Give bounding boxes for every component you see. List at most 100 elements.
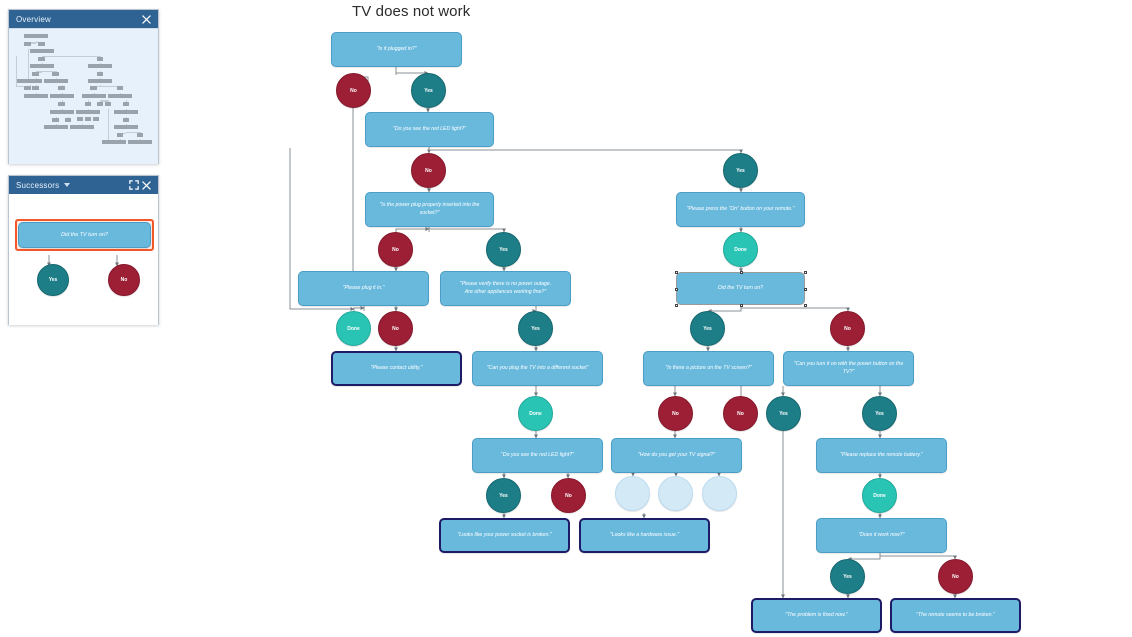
node-circle-yes[interactable]: Yes (862, 396, 897, 431)
node-circle-no[interactable]: No (830, 311, 865, 346)
resize-handle[interactable] (675, 287, 678, 291)
minimap-edge (61, 92, 63, 94)
successors-child-no[interactable]: No (108, 264, 140, 296)
node-circle-yes[interactable]: Yes (690, 311, 725, 346)
minimap-node (43, 78, 69, 83)
node-label: No (952, 573, 959, 580)
node-label: Did the TV turn on? (718, 284, 763, 291)
edge[interactable] (352, 108, 366, 277)
node-label: "The remote seems to be broken." (916, 611, 995, 618)
resize-handle[interactable] (739, 271, 743, 274)
node-circle-done[interactable]: Done (518, 396, 553, 431)
node-box-selected[interactable]: Did the TV turn on? (675, 271, 807, 307)
minimap-node (76, 117, 84, 122)
node-circle-no[interactable]: No (723, 396, 758, 431)
minimap-edge (41, 71, 56, 73)
overview-panel-title: Overview (16, 14, 51, 24)
successors-child-yes[interactable]: Yes (37, 264, 69, 296)
node-circle-no[interactable]: No (658, 396, 693, 431)
node-box[interactable]: "Please plug it in." (298, 271, 429, 306)
minimap-node (96, 71, 104, 76)
node-circle-no[interactable]: No (378, 232, 413, 267)
edge[interactable] (847, 553, 881, 561)
edge[interactable] (395, 227, 429, 232)
node-circle-yes[interactable]: Yes (411, 73, 446, 108)
chevron-down-icon[interactable] (64, 183, 71, 187)
node-box[interactable]: "Do you see the red LED light?" (472, 438, 603, 473)
node-circle-empty[interactable] (658, 476, 693, 511)
node-circle-done[interactable]: Done (862, 478, 897, 513)
edge[interactable] (395, 67, 429, 75)
minimap-node (29, 64, 54, 69)
resize-handle[interactable] (675, 304, 678, 307)
node-box-terminal[interactable]: "Looks like your power socket is broken.… (439, 518, 570, 553)
node-box[interactable]: "Does it work now?" (816, 518, 947, 553)
edge[interactable] (428, 227, 506, 233)
node-circle-yes[interactable]: Yes (486, 478, 521, 513)
node-label: No (392, 246, 399, 253)
minimap-node (87, 64, 112, 69)
resize-handle[interactable] (804, 287, 807, 291)
close-icon[interactable] (140, 13, 153, 26)
node-circle-no[interactable]: No (411, 153, 446, 188)
edge[interactable] (707, 305, 742, 313)
node-box[interactable]: "Can you plug the TV into a different so… (472, 351, 603, 386)
successors-content[interactable]: Did the TV turn on? Yes No (9, 194, 158, 325)
resize-handle[interactable] (739, 304, 743, 307)
node-circle-no[interactable]: No (336, 73, 371, 108)
minimap-node (49, 93, 75, 98)
node-circle-done[interactable]: Done (336, 311, 371, 346)
node-box-terminal[interactable]: "Looks like a hardware issue." (579, 518, 710, 553)
node-circle-yes[interactable]: Yes (723, 153, 758, 188)
minimap-edge (35, 85, 37, 87)
node-circle-no[interactable]: No (378, 311, 413, 346)
successors-panel[interactable]: Successors (8, 175, 159, 325)
node-box[interactable]: "Do you see the red LED light?" (365, 112, 494, 147)
minimap-node (24, 42, 31, 47)
successors-selected-node[interactable]: Did the TV turn on? (18, 222, 151, 248)
overview-minimap[interactable] (9, 28, 158, 164)
node-label: "Please verify there is no power outage.… (459, 280, 552, 295)
node-circle-done[interactable]: Done (723, 232, 758, 267)
node-circle-no[interactable]: No (938, 559, 973, 594)
node-box-terminal[interactable]: "The problem is fixed now." (751, 598, 882, 633)
node-box[interactable]: "How do you get your TV signal?" (611, 438, 742, 473)
minimap-edge (119, 85, 121, 87)
resize-handle[interactable] (675, 271, 678, 274)
minimap-node (43, 125, 69, 130)
node-box[interactable]: "Please replace the remote battery." (816, 438, 947, 473)
node-box[interactable]: "Please press the “On” button on your re… (676, 192, 805, 227)
node-circle-yes[interactable]: Yes (518, 311, 553, 346)
edge[interactable] (879, 553, 957, 560)
node-box-terminal[interactable]: "Please contact utility." (331, 351, 462, 386)
edge[interactable] (428, 147, 743, 154)
minimap-edge (41, 63, 43, 65)
minimap-edge (87, 116, 89, 118)
close-icon[interactable] (140, 179, 153, 192)
node-circle-no[interactable]: No (551, 478, 586, 513)
node-circle-yes[interactable]: Yes (486, 232, 521, 267)
resize-handle[interactable] (804, 304, 807, 307)
node-box-terminal[interactable]: "The remote seems to be broken." (890, 598, 1021, 633)
minimap-node (114, 125, 139, 130)
edge[interactable] (740, 305, 850, 312)
overview-panel-header[interactable]: Overview (9, 10, 158, 28)
overview-panel[interactable]: Overview (8, 9, 159, 164)
edge[interactable] (740, 386, 783, 396)
minimap-edge (35, 71, 42, 73)
node-circle-empty[interactable] (702, 476, 737, 511)
node-circle-yes[interactable]: Yes (766, 396, 801, 431)
successors-panel-header[interactable]: Successors (9, 176, 158, 194)
node-circle-empty[interactable] (615, 476, 650, 511)
expand-icon[interactable] (127, 179, 140, 192)
minimap-node (116, 132, 124, 137)
node-box[interactable]: "Please verify there is no power outage.… (440, 271, 571, 306)
minimap-node (122, 117, 130, 122)
node-box[interactable]: "Is the power plug properly inserted int… (365, 192, 494, 227)
node-box[interactable]: "Can you turn it on with the power butto… (783, 351, 914, 386)
node-circle-yes[interactable]: Yes (830, 559, 865, 594)
resize-handle[interactable] (804, 271, 807, 274)
node-box[interactable]: "Is it plugged in?" (331, 32, 462, 67)
node-box[interactable]: "Is there a picture on the TV screen?" (643, 351, 774, 386)
